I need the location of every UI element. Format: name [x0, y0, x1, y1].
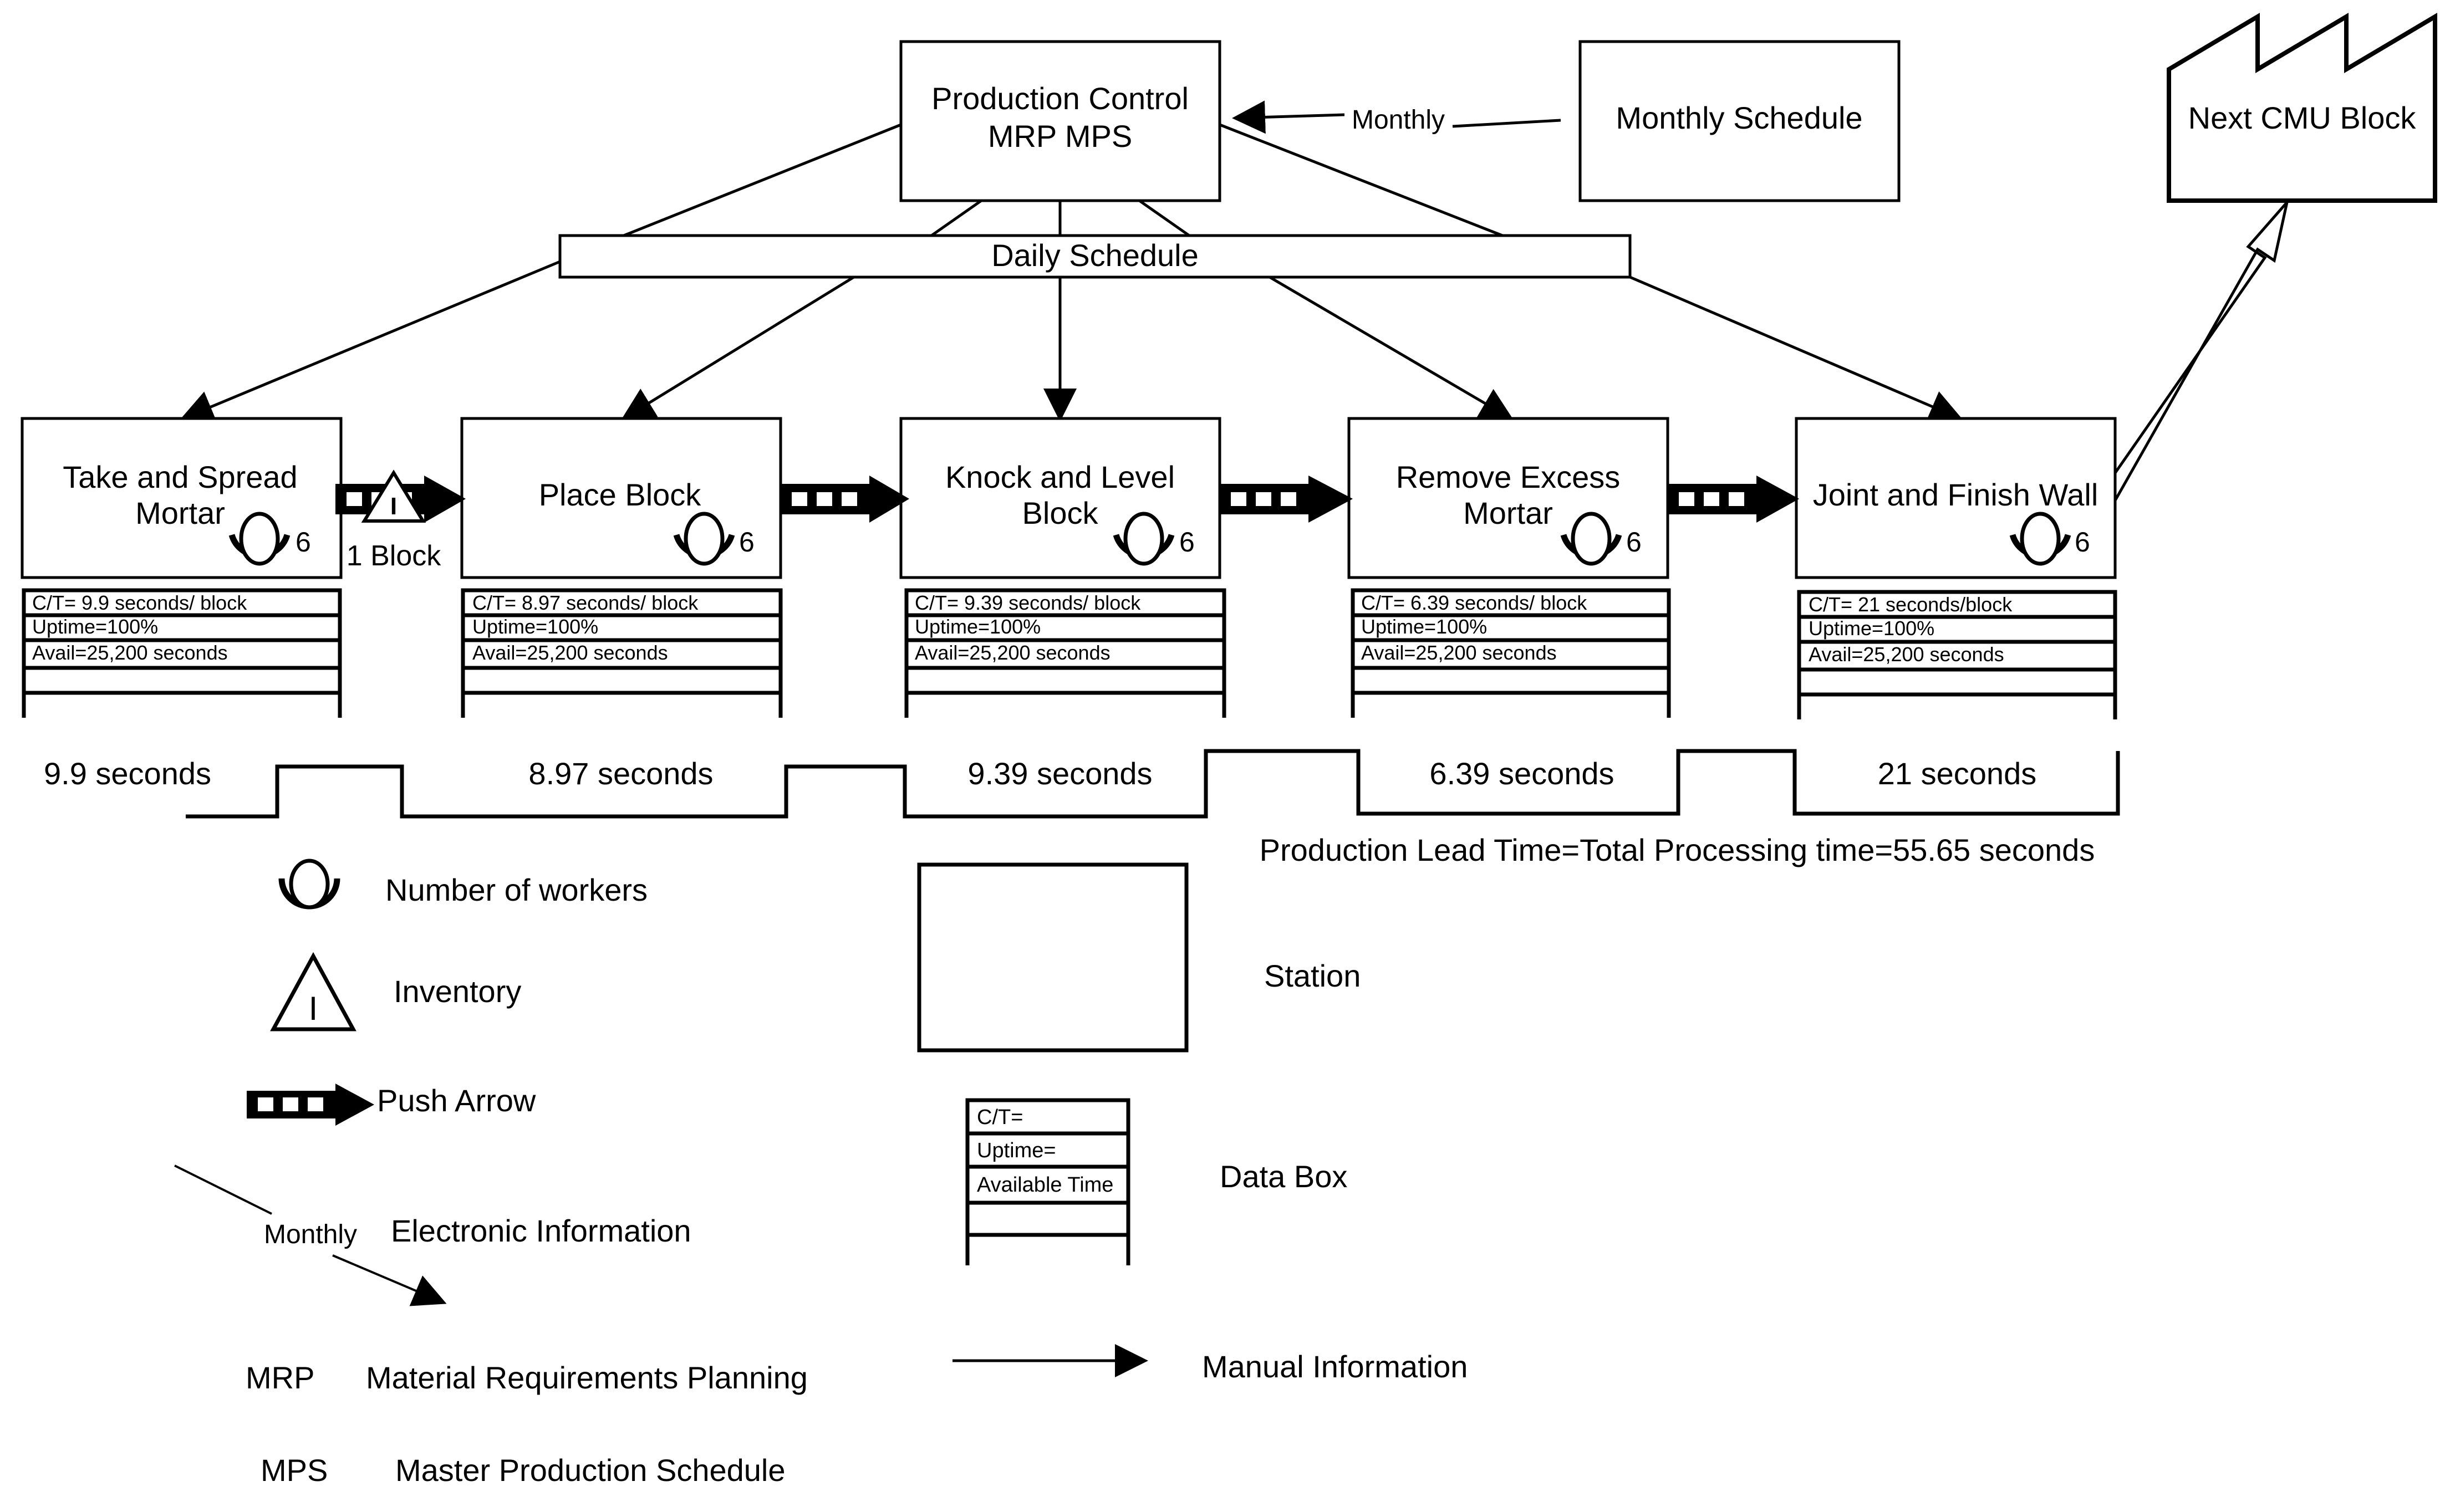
- legend-databox-label: Data Box: [1220, 1159, 1347, 1194]
- data-box-2: [461, 588, 783, 718]
- legend-push-arrow-label: Push Arrow: [377, 1083, 536, 1118]
- push-arrow-4: [1668, 476, 1799, 523]
- worker-icon: [2009, 512, 2071, 566]
- production-control-subtitle: MRP MPS: [988, 119, 1132, 154]
- station-4-title-line2: Mortar: [1463, 496, 1553, 530]
- station-legend-icon: [917, 862, 1189, 1053]
- legend-mps-label: Master Production Schedule: [395, 1453, 786, 1488]
- station-4-cycle-time: C/T= 6.39 seconds/ block: [1361, 591, 1587, 614]
- timeline-value-5: 21 seconds: [1878, 756, 2036, 791]
- electronic-info-monthly: Monthly: [1232, 100, 1561, 135]
- data-box-1: [22, 588, 342, 718]
- timeline: [186, 749, 2120, 819]
- electronic-info-icon: [174, 1164, 447, 1306]
- station-5-title-line1: Joint and Finish Wall: [1813, 477, 2098, 512]
- legend-databox-avail: Available Time: [977, 1173, 1113, 1197]
- shipment-arrow: [2101, 201, 2289, 503]
- worker-icon: [1560, 512, 1622, 566]
- station-1-available-time: Avail=25,200 seconds: [32, 641, 228, 664]
- worker-icon: [673, 512, 735, 566]
- customer-label: Next CMU Block: [2188, 100, 2417, 135]
- station-2-available-time: Avail=25,200 seconds: [472, 641, 668, 664]
- lead-time-summary: Production Lead Time=Total Processing ti…: [1260, 832, 2095, 867]
- timeline-value-2: 8.97 seconds: [528, 756, 713, 791]
- station-1-cycle-time: C/T= 9.9 seconds/ block: [32, 591, 247, 614]
- inventory-symbol: I: [390, 493, 397, 520]
- worker-icon: [1113, 512, 1175, 566]
- production-control-title: Production Control: [931, 81, 1189, 116]
- monthly-schedule: Monthly Schedule: [1578, 40, 1901, 202]
- legend-workers-label: Number of workers: [385, 872, 648, 907]
- data-box-5: [1797, 590, 2117, 719]
- station-4-uptime: Uptime=100%: [1361, 615, 1487, 638]
- legend-mrp-abbr: MRP: [246, 1360, 314, 1395]
- station-2-uptime: Uptime=100%: [472, 615, 598, 638]
- monthly-flow-label: Monthly: [1352, 105, 1445, 135]
- station-3-uptime: Uptime=100%: [915, 615, 1041, 638]
- station-5-uptime: Uptime=100%: [1809, 617, 1934, 640]
- timeline-value-3: 9.39 seconds: [967, 756, 1152, 791]
- legend-station-label: Station: [1264, 958, 1361, 993]
- station-5-available-time: Avail=25,200 seconds: [1809, 643, 2004, 666]
- station-2-worker-count: 6: [739, 527, 755, 558]
- legend-electronic-word: Monthly: [264, 1220, 357, 1249]
- legend-mps-abbr: MPS: [261, 1453, 328, 1488]
- push-arrow-3: [1220, 476, 1353, 523]
- station-4-available-time: Avail=25,200 seconds: [1361, 641, 1557, 664]
- station-4: Remove Excess Mortar 6: [1347, 417, 1669, 579]
- legend-databox-ct: C/T=: [977, 1106, 1023, 1129]
- station-5-worker-count: 6: [2075, 527, 2090, 558]
- daily-schedule-links: [180, 260, 1963, 422]
- daily-schedule-label: Daily Schedule: [991, 238, 1199, 273]
- customer-factory: Next CMU Block: [2167, 12, 2437, 203]
- station-3-title-line1: Knock and Level: [945, 459, 1175, 494]
- station-1-title-line2: Mortar: [135, 496, 225, 530]
- data-box-legend-icon: [965, 1098, 1130, 1265]
- push-arrow-2: [781, 476, 909, 523]
- station-3: Knock and Level Block 6: [899, 417, 1221, 579]
- station-3-worker-count: 6: [1179, 527, 1195, 558]
- legend-electronic-label: Electronic Information: [391, 1213, 691, 1248]
- station-1-worker-count: 6: [296, 527, 311, 558]
- inventory-triangle-icon: I: [361, 469, 426, 523]
- daily-schedule: Daily Schedule: [558, 234, 1632, 279]
- station-5: Joint and Finish Wall 6: [1795, 417, 2117, 579]
- inventory-triangle-icon: I: [270, 952, 356, 1031]
- legend: Number of workers I Inventory Push Arrow…: [174, 859, 1468, 1488]
- timeline-value-1: 9.9 seconds: [44, 756, 211, 791]
- station-1: Take and Spread Mortar 6: [21, 417, 343, 579]
- legend-databox-uptime: Uptime=: [977, 1139, 1056, 1162]
- control-links: [623, 123, 1503, 237]
- station-2: Place Block 6: [460, 417, 782, 579]
- station-1-uptime: Uptime=100%: [32, 615, 158, 638]
- legend-inventory-symbol: I: [309, 990, 318, 1027]
- inventory-label: 1 Block: [347, 540, 442, 572]
- station-2-title-line1: Place Block: [539, 477, 702, 512]
- worker-icon: [228, 512, 291, 566]
- production-control: Production Control MRP MPS: [899, 40, 1221, 202]
- legend-mrp-label: Material Requirements Planning: [366, 1360, 808, 1395]
- push-arrow-icon: [247, 1084, 374, 1126]
- station-5-cycle-time: C/T= 21 seconds/block: [1809, 593, 2013, 616]
- station-4-title-line1: Remove Excess: [1396, 459, 1621, 494]
- worker-icon: [278, 859, 340, 910]
- station-3-available-time: Avail=25,200 seconds: [915, 641, 1111, 664]
- station-1-title-line1: Take and Spread: [63, 459, 297, 494]
- monthly-schedule-label: Monthly Schedule: [1616, 100, 1862, 135]
- legend-manual-label: Manual Information: [1202, 1349, 1468, 1384]
- station-3-cycle-time: C/T= 9.39 seconds/ block: [915, 591, 1141, 614]
- station-2-cycle-time: C/T= 8.97 seconds/ block: [472, 591, 699, 614]
- station-3-title-line2: Block: [1022, 496, 1099, 530]
- legend-inventory-label: Inventory: [394, 974, 521, 1009]
- station-4-worker-count: 6: [1626, 527, 1642, 558]
- timeline-value-4: 6.39 seconds: [1429, 756, 1614, 791]
- data-box-3: [904, 588, 1226, 718]
- data-box-4: [1351, 588, 1671, 718]
